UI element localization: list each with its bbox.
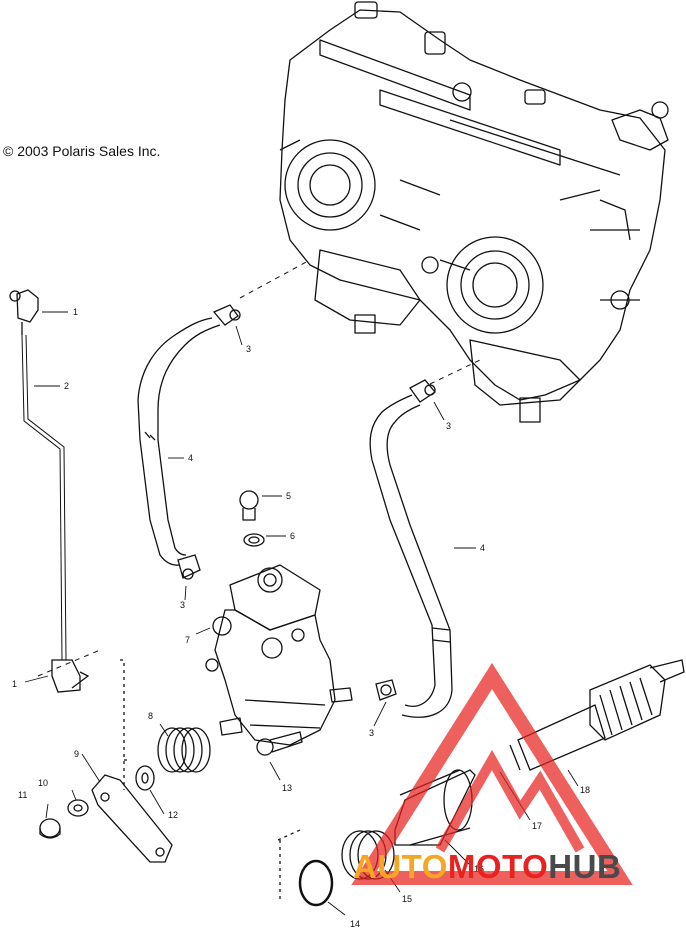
- spring-and-washers: [39, 659, 211, 863]
- watermark-hub: HUB: [548, 848, 621, 885]
- watermark-moto: MOTO: [448, 848, 548, 885]
- callout-15: 15: [402, 894, 412, 904]
- callout-14: 14: [350, 919, 360, 929]
- callout-6: 6: [290, 531, 295, 541]
- callout-2: 2: [64, 381, 69, 391]
- leader-lines: [24, 311, 579, 916]
- callouts: 1 2 3 4 5 6 3 4 7 1 8 9 10 11 12 13 3 18…: [12, 307, 590, 929]
- callout-12: 12: [168, 810, 178, 820]
- callout-5: 5: [286, 491, 291, 501]
- callout-1-top: 1: [73, 307, 78, 317]
- watermark-logo: [351, 662, 633, 885]
- callout-3-top-right: 3: [446, 421, 451, 431]
- callout-1-bottom: 1: [12, 679, 17, 689]
- copyright-text: © 2003 Polaris Sales Inc.: [3, 143, 160, 159]
- callout-8: 8: [148, 711, 153, 721]
- carburetor-assembly: [279, 1, 669, 423]
- callout-16: 16: [474, 864, 484, 874]
- watermark-text: AUTOMOTOHUB: [353, 848, 621, 885]
- watermark-auto: AUTO: [353, 848, 448, 885]
- callout-3-mid-left: 3: [180, 600, 185, 610]
- callout-9: 9: [74, 749, 79, 759]
- callout-4-right: 4: [480, 543, 485, 553]
- callout-7: 7: [185, 635, 190, 645]
- callout-17: 17: [532, 821, 542, 831]
- callout-3-top-left: 3: [246, 344, 251, 354]
- hose-left: [137, 304, 241, 580]
- vent-line-assembly: [9, 289, 90, 693]
- callout-18: 18: [580, 785, 590, 795]
- callout-4-left: 4: [188, 453, 193, 463]
- callout-3-bottom-right: 3: [369, 728, 374, 738]
- callout-13: 13: [282, 783, 292, 793]
- fuel-pump: [205, 490, 353, 756]
- callout-11: 11: [18, 790, 27, 800]
- callout-10: 10: [38, 778, 48, 788]
- hose-right: [369, 379, 453, 718]
- warning-triangle-icon: [351, 662, 633, 885]
- mountain-icon: [435, 749, 585, 853]
- alignment-lines: [37, 259, 481, 677]
